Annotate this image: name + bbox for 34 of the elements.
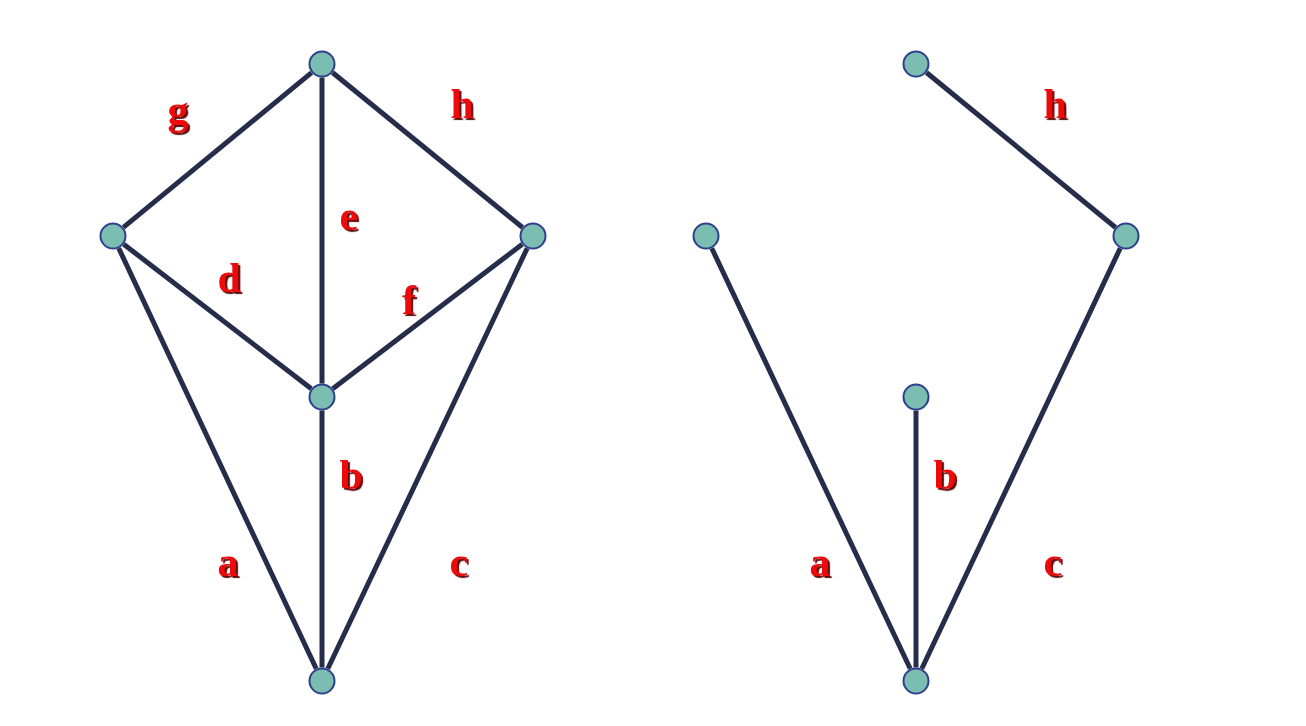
edge-label: c [449,541,469,583]
edge-label: a [809,541,831,583]
edge-line [331,242,524,391]
vertex-circle [1112,222,1140,250]
edge-label: b [339,454,363,496]
edge-line [122,242,313,391]
vertex-circle [99,222,127,250]
edge-label: d [217,257,241,299]
edge-label: b [933,454,957,496]
edge-label: e [339,195,359,237]
edge-label: f [402,279,416,321]
vertex-circle [902,667,930,695]
edge-label: g [167,89,189,131]
vertex-circle [692,222,720,250]
edge-line [709,247,913,670]
vertex-circle [308,383,336,411]
edge-line [924,70,1118,230]
edge-line [330,70,525,230]
vertex-circle [308,50,336,78]
vertex-circle [308,667,336,695]
edge-label: h [450,83,474,125]
edge-line [913,410,919,668]
edge-line [116,247,319,670]
vertex-circle [902,383,930,411]
edge-line [319,77,325,384]
vertex-circle [519,222,547,250]
edge-line [919,247,1123,670]
edge-line [319,410,325,668]
vertex-circle [902,50,930,78]
edge-line [121,70,314,230]
edge-label: a [217,541,239,583]
edge-line [325,247,530,670]
edge-label: h [1043,83,1067,125]
edge-label: c [1043,541,1063,583]
